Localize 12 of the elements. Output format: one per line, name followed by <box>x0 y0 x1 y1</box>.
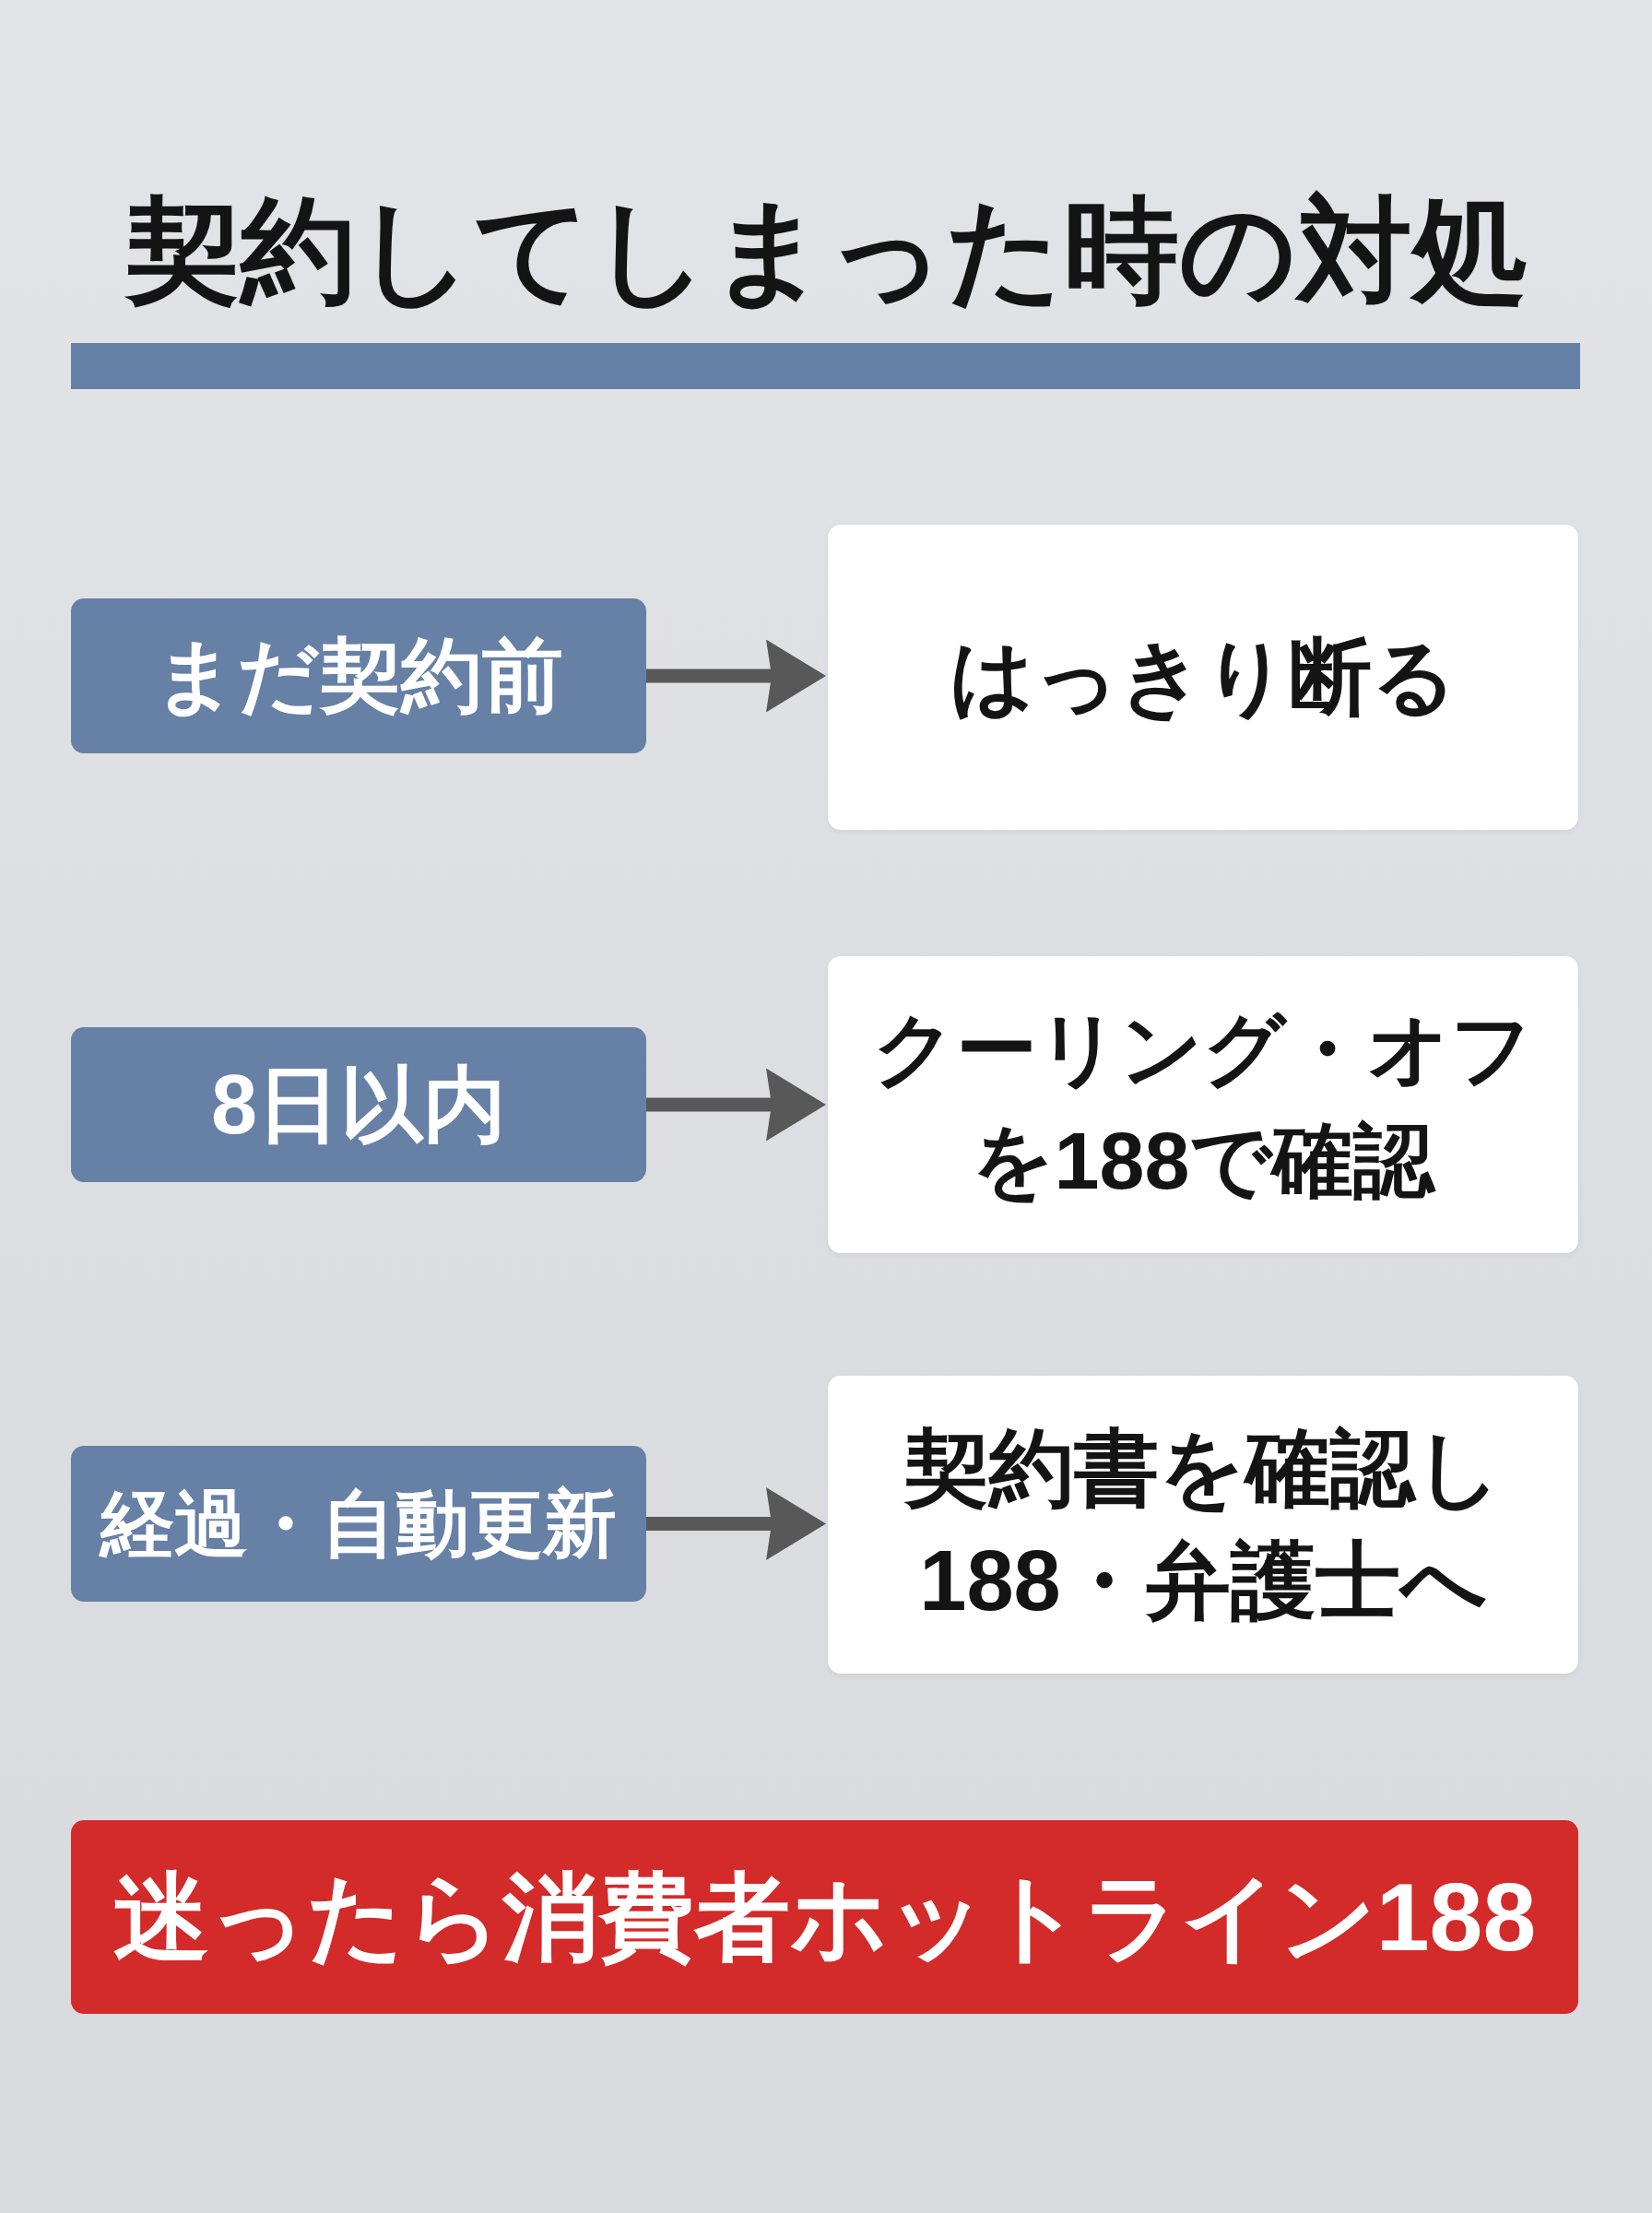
arrow <box>646 639 826 713</box>
divider-bar <box>71 343 1580 389</box>
arrow <box>646 1068 826 1142</box>
action-box: クーリング・オフを188で確認 <box>828 956 1578 1253</box>
status-box: 経過・自動更新 <box>71 1446 646 1602</box>
status-box: 8日以内 <box>71 1027 646 1182</box>
action-box: はっきり断る <box>828 525 1578 830</box>
action-box: 契約書を確認し188・弁護士へ <box>828 1376 1578 1674</box>
banner: 迷ったら消費者ホットライン188 <box>71 1820 1578 2014</box>
arrow <box>646 1487 826 1560</box>
title: 契約してしまった時の対処 <box>124 190 1528 312</box>
status-box: まだ契約前 <box>71 598 646 753</box>
